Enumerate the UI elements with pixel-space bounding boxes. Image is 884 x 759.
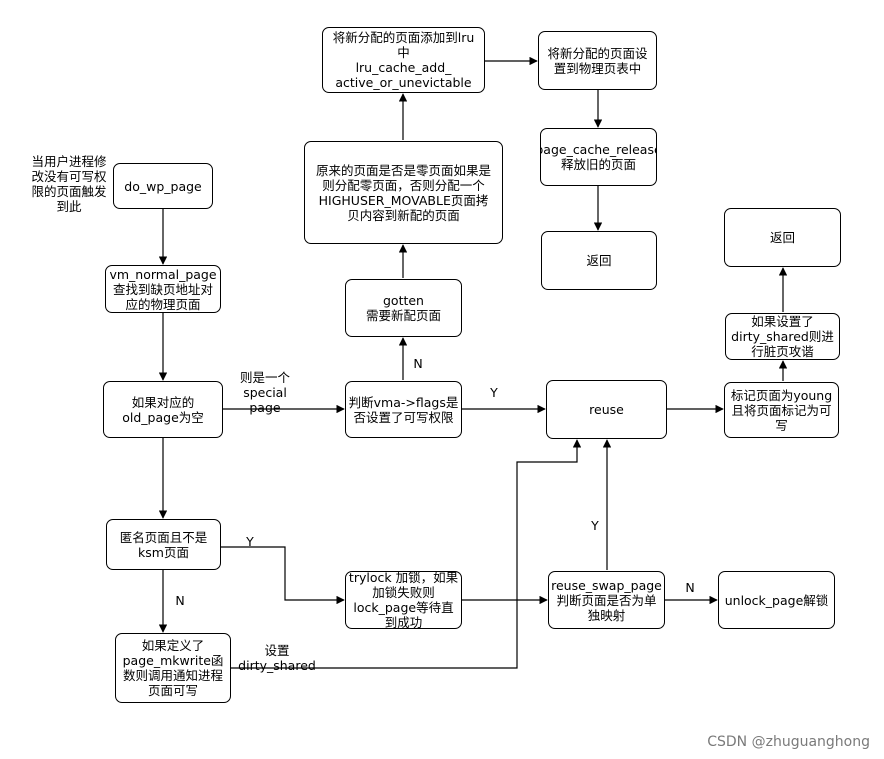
node-vm-normal-page: vm_normal_page 查找到缺页地址对 应的物理页面 [105,265,221,313]
node-reuse: reuse [546,380,667,439]
node-dirty-shared: 如果设置了 dirty_shared则进 行脏页攻谐 [725,313,840,360]
node-return-left: 返回 [541,231,657,290]
node-old-page-empty: 如果对应的 old_page为空 [103,381,223,438]
label-y-trylock: Y [246,534,254,549]
label-n-mkwrite: N [175,593,185,608]
node-gotten: gotten 需要新配页面 [345,279,462,337]
node-page-mkwrite: 如果定义了 page_mkwrite函 数则调用通知进程 页面可写 [115,633,231,703]
label-n-unlock: N [685,580,695,595]
watermark: CSDN @zhuguanghong [707,734,870,750]
node-reuse-swap-page: reuse_swap_page 判断页面是否为单 独映射 [548,571,665,629]
edge-anon-to-trylock [221,546,345,605]
node-cache-release: page_cache_release 释放旧的页面 [540,128,657,186]
node-unlock-page: unlock_page解锁 [718,571,835,629]
node-mark-young: 标记页面为young 且将页面标记为可 写 [724,382,839,438]
node-anon-not-ksm: 匿名页面且不是 ksm页面 [106,519,221,570]
node-check-flags: 判断vma->flags是 否设置了可写权限 [345,381,462,438]
edge-mkwrite-to-reuse [231,439,582,669]
node-set-pte: 将新分配的页面设 置到物理页表中 [538,31,657,90]
label-trigger-note: 当用户进程修 改没有可写权 限的页面触发 到此 [31,154,107,214]
label-n-gotten: N [413,356,423,371]
label-set-dirty-shared: 设置 dirty_shared [238,643,316,673]
label-special-page: 则是一个 special page [239,370,290,415]
node-lru-add: 将新分配的页面添加到lru 中 lru_cache_add_ active_or… [322,27,485,93]
node-alloc-copy: 原来的页面是否是零页面如果是 则分配零页面，否则分配一个 HIGHUSER_MO… [304,141,503,244]
label-y-reuse: Y [490,385,498,400]
node-return-right: 返回 [724,208,841,267]
label-y-swap-reuse: Y [591,518,599,533]
node-do-wp-page: do_wp_page [113,163,213,209]
node-trylock: trylock 加锁，如果 加锁失败则 lock_page等待直 到成功 [345,571,462,629]
